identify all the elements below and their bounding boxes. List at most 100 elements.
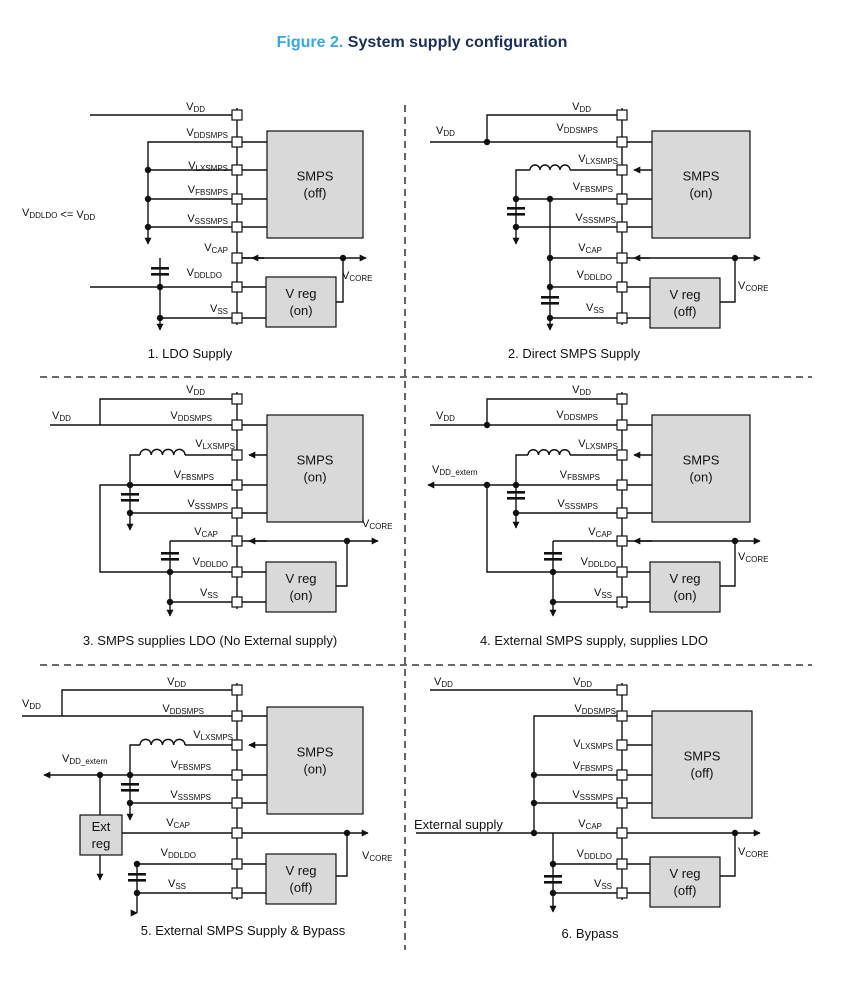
vreg-block [265,561,337,613]
pin-label-vfbsmps: VFBSMPS [573,760,613,773]
pin [231,449,243,461]
vreg-block-label: V reg [669,571,700,586]
vreg-block [265,276,337,328]
vreg-block-label: (off) [674,304,697,319]
pin-label-vss: VSS [594,587,612,600]
pin-label-vdd_extern: VDD_extern [432,464,478,477]
pin-label-vdd: VDD [186,384,205,397]
capacitor [128,879,146,882]
smps-block-label: SMPS [683,169,720,184]
smps-block [266,414,364,523]
vreg-block-label: (on) [289,588,312,603]
inductor [527,449,571,456]
pin [616,710,628,722]
panel-separators [40,105,812,950]
pin-label-vcap: VCAP [578,818,602,831]
pin-label-vss: VSS [586,302,604,315]
pin-label-vsssmps: VSSSMPS [170,789,211,802]
pin [231,281,243,293]
vreg-block-label: V reg [285,863,316,878]
smps-block-label: (on) [689,186,712,201]
pin-label-vcap: VCAP [578,242,602,255]
junction-dot [512,509,520,517]
pin-label-vss: VSS [594,878,612,891]
pin [616,393,628,405]
pin [616,136,628,148]
vreg-block-label: (off) [290,880,313,895]
pin [231,164,243,176]
vreg-block-label: V reg [285,286,316,301]
pin-label-vcore: VCORE [738,280,768,293]
pin [616,252,628,264]
capacitor [507,491,525,494]
wire [336,258,344,303]
pin [616,419,628,431]
pin-label-vfbsmps: VFBSMPS [174,469,214,482]
junction-dot [530,799,538,807]
pin-label-vddldo: VDDLDO [577,269,612,282]
pin-label-vcore: VCORE [362,518,392,531]
smps-block [651,710,753,819]
ext-reg-block-label: Ext [92,819,111,834]
pin [231,887,243,899]
pin-label-vcap: VCAP [194,526,218,539]
pin-label-vcap: VCAP [166,817,190,830]
pin [231,769,243,781]
pin [231,136,243,148]
capacitor [544,558,562,561]
wire [512,454,528,529]
pin-label-vsssmps: VSSSMPS [557,498,598,511]
pin-label-vlxsmps: VLXSMPS [195,438,235,451]
vreg-block [265,853,337,905]
smps-block-label: SMPS [297,453,334,468]
pin [616,769,628,781]
smps-block-label: (off) [691,766,714,781]
pin [231,797,243,809]
pin-label-vss: VSS [168,878,186,891]
pin [616,739,628,751]
ext-reg-block [79,814,123,856]
vreg-block [649,277,721,329]
pin-label-vcore: VCORE [738,846,768,859]
pin [616,479,628,491]
capacitor [161,552,179,555]
pin-label-vsssmps: VSSSMPS [572,789,613,802]
pin-label-vcap: VCAP [204,242,228,255]
caption-3: 3. SMPS supplies LDO (No External supply… [83,633,337,648]
ldo-condition-note: VDDLDO <= VDD [22,207,95,222]
junction-dot [156,314,164,322]
pin-label-vddsmps: VDDSMPS [170,410,212,423]
wire [144,141,237,245]
capacitor [541,302,559,305]
pin [616,827,628,839]
pin-label-vddsmps: VDDSMPS [162,703,204,716]
figure-name: System supply configuration [347,34,568,51]
junction-dot [126,509,134,517]
pin [616,193,628,205]
pin-label-vdd: VDD [167,676,186,689]
pin-label-vddldo: VDDLDO [187,267,222,280]
pin [231,109,243,121]
wire [720,833,736,877]
caption-6: 6. Bypass [561,926,619,941]
vreg-block [649,856,721,908]
junction-dot [549,889,557,897]
smps-block [266,706,364,815]
vreg-block-label: (on) [673,588,696,603]
pin-label-vfbsmps: VFBSMPS [171,759,211,772]
smps-block-label: (on) [689,470,712,485]
caption-5: 5. External SMPS Supply & Bypass [141,923,346,938]
smps-block-label: SMPS [297,745,334,760]
smps-block-label: (on) [303,762,326,777]
smps-block-label: SMPS [683,453,720,468]
pin-label-vcore: VCORE [362,850,392,863]
pin-label-vlxsmps: VLXSMPS [193,729,233,742]
smps-block-label: (off) [304,186,327,201]
pin [231,827,243,839]
capacitor [544,875,562,878]
panel-5-external-smps-bypass: SMPS(on)V reg(off)ExtregVDDVDDSMPSVLXSMP… [22,676,392,938]
junction-dot [133,889,141,897]
pin [616,797,628,809]
junction-dot [144,223,152,231]
pin-label-vsssmps: VSSSMPS [187,213,228,226]
